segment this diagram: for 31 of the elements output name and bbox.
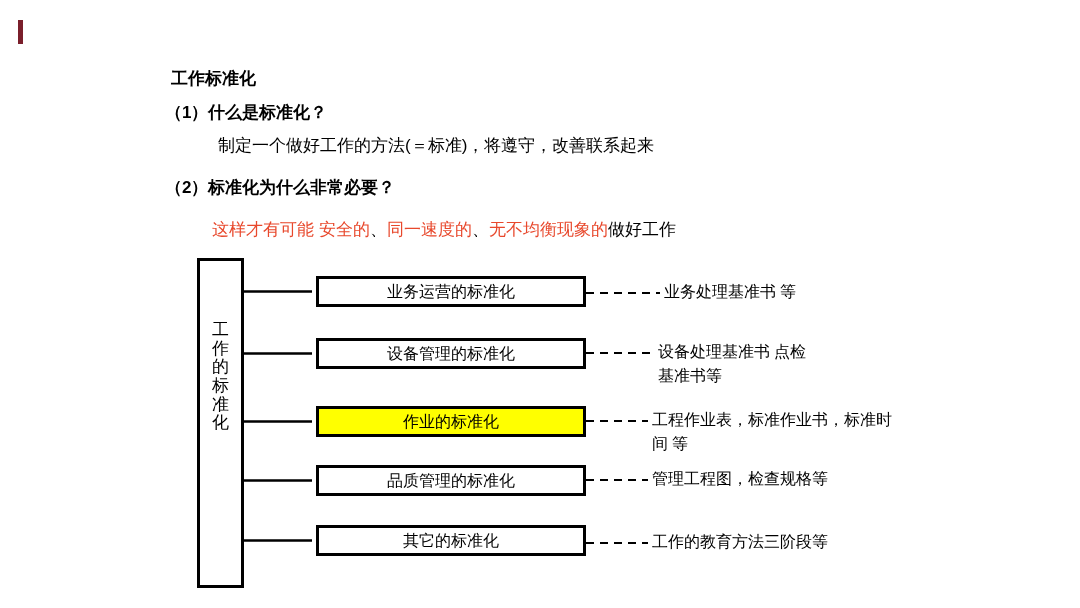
dashed-connector: [585, 479, 649, 481]
example-text: 管理工程图，检查规格等: [652, 467, 872, 491]
connector-line: [244, 290, 312, 293]
connector-line: [244, 539, 312, 542]
question-heading: （1）什么是标准化？: [165, 102, 328, 124]
definition-text: 制定一个做好工作的方法(＝标准)，将遵守，改善联系起来: [218, 135, 655, 157]
category-box: 作业的标准化: [316, 406, 586, 437]
connector-line: [244, 352, 312, 355]
example-text: 设备处理基准书 点检基准书等: [658, 340, 808, 388]
highlight-text: 同一速度的: [386, 219, 472, 241]
highlight-text: 无不均衡现象的: [488, 219, 608, 241]
highlight-text: 、: [471, 219, 489, 241]
example-text: 业务处理基准书 等: [664, 280, 864, 304]
vertical-label: 工作的标准化: [212, 321, 229, 434]
category-box: 品质管理的标准化: [316, 465, 586, 496]
heading: 工作标准化: [171, 68, 256, 90]
category-box: 业务运营的标准化: [316, 276, 586, 307]
category-box: 其它的标准化: [316, 525, 586, 556]
dashed-connector: [585, 420, 649, 422]
category-box: 设备管理的标准化: [316, 338, 586, 369]
example-text: 工程作业表，标准作业书，标准时间 等: [652, 408, 902, 456]
highlight-text: 、: [369, 219, 387, 241]
connector-line: [244, 420, 312, 423]
dashed-connector: [585, 542, 649, 544]
dashed-connector: [585, 292, 661, 294]
vertical-box: [197, 258, 244, 588]
highlight-text: 做好工作: [607, 219, 676, 241]
highlight-text: 这样才有可能 安全的: [212, 219, 370, 241]
example-text: 工作的教育方法三阶段等: [652, 530, 872, 554]
question-heading: （2）标准化为什么非常必要？: [165, 177, 396, 199]
connector-line: [244, 479, 312, 482]
